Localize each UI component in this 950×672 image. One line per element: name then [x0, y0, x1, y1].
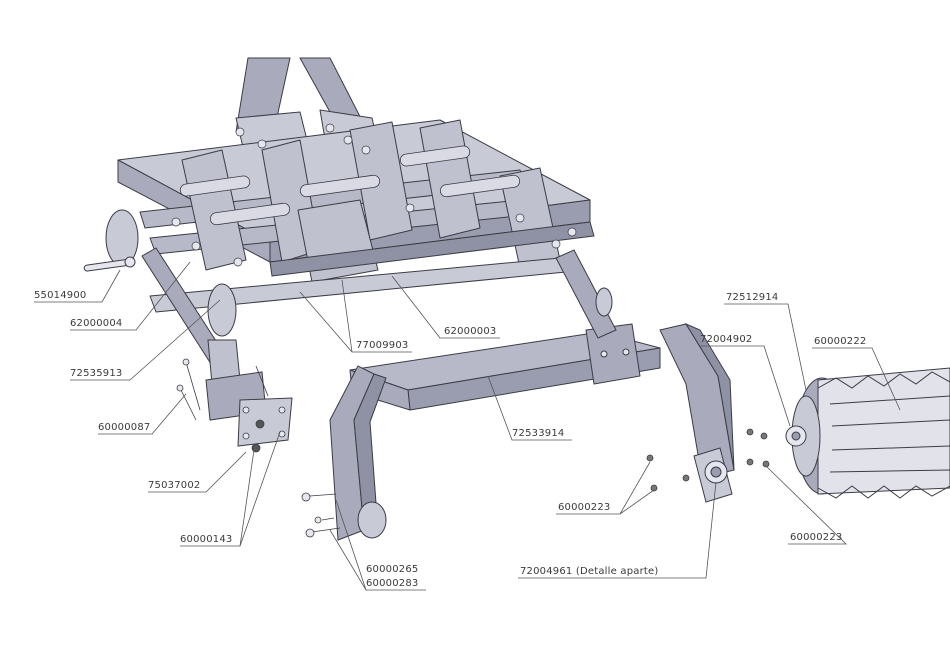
- part-label-72512914: 72512914: [726, 292, 779, 304]
- part-label-60000283: 60000283: [366, 578, 419, 590]
- left-curved-arm: [330, 366, 386, 540]
- part-label-72004961: 72004961 (Detalle aparte): [520, 566, 658, 578]
- part-label-60000265: 60000265: [366, 564, 419, 576]
- part-label-72535913: 72535913: [70, 368, 123, 380]
- part-label-72533914: 72533914: [512, 428, 565, 440]
- part-label-60000223-left: 60000223: [558, 502, 611, 514]
- part-label-62000003: 62000003: [444, 326, 497, 338]
- main-beam-72533914: [350, 324, 660, 410]
- part-label-60000087: 60000087: [98, 422, 151, 434]
- roller-cage: [786, 368, 950, 498]
- pin-55014900: [84, 257, 135, 271]
- part-label-77009903: 77009903: [356, 340, 409, 352]
- part-label-75037002: 75037002: [148, 480, 201, 492]
- part-label-62000004: 62000004: [70, 318, 123, 330]
- part-label-60000223-right: 60000223: [790, 532, 843, 544]
- part-label-72004902: 72004902: [700, 334, 753, 346]
- part-label-55014900: 55014900: [34, 290, 87, 302]
- right-link-arm: [556, 250, 616, 338]
- part-label-60000143: 60000143: [180, 534, 233, 546]
- part-label-60000222: 60000222: [814, 336, 867, 348]
